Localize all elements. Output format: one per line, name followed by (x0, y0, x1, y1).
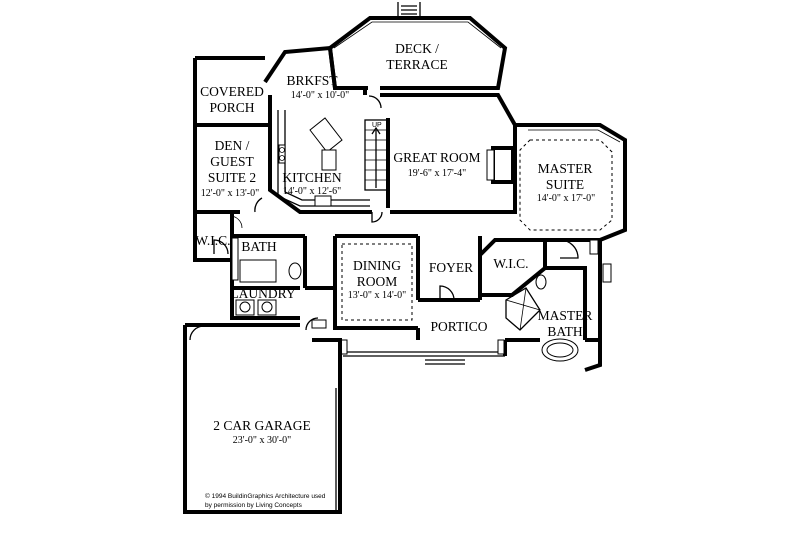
dining-label-line2: ROOM (357, 274, 398, 289)
covered-porch-label-line2: PORCH (209, 100, 254, 115)
door-openings (229, 86, 390, 229)
master-suite-label-line1: MASTER (538, 161, 593, 176)
brkfst-dims: 14'-0" x 10'-0" (291, 90, 349, 101)
bath-label: BATH (241, 239, 277, 254)
den-label-line3: SUITE 2 (208, 170, 256, 185)
copyright-line1: © 1994 BuildinGraphics Architecture used (205, 492, 326, 500)
house-walls (193, 45, 627, 372)
copyright-line2: by permission by Living Concepts (205, 502, 303, 509)
dining-dims: 13'-0" x 14'-0" (348, 290, 406, 301)
fireplace (486, 146, 515, 184)
foyer-label: FOYER (429, 260, 473, 275)
garage-walls (183, 317, 342, 514)
master-suite-details (519, 129, 621, 283)
master-suite-label-line2: SUITE (546, 177, 584, 192)
deck-label-line2: TERRACE (386, 57, 448, 72)
garage-dims: 23'-0" x 30'-0" (233, 435, 291, 446)
stairs (364, 118, 390, 212)
service-rooms (195, 210, 337, 328)
copyright-notice: © 1994 BuildinGraphics Architecture used… (205, 492, 326, 509)
kitchen-dims: 14'-0" x 12'-6" (283, 186, 341, 197)
great-room-dims: 19'-6" x 17'-4" (408, 168, 466, 179)
dining-label-line1: DINING (353, 258, 401, 273)
portico-label: PORTICO (431, 319, 488, 334)
brkfst-label: BRKFST (286, 73, 338, 88)
laundry-label: LAUNDRY (230, 286, 296, 301)
great-room-label: GREAT ROOM (393, 150, 480, 165)
den-label-line2: GUEST (210, 154, 254, 169)
wic-left-label: W.I.C. (195, 233, 230, 248)
kitchen-fixtures (277, 110, 370, 207)
den-dims: 12'-0" x 13'-0" (201, 188, 259, 199)
master-bath-label-line1: MASTER (538, 308, 593, 323)
master-bath-label-line2: BATH (547, 324, 583, 339)
master-bath-details (505, 239, 599, 362)
stairs-up-label: UP (372, 122, 382, 129)
wic-right-label: W.I.C. (493, 256, 528, 271)
covered-porch-label-line1: COVERED (200, 84, 264, 99)
kitchen-label: KITCHEN (282, 170, 341, 185)
den-label-line1: DEN / (215, 138, 250, 153)
room-labels: DECK / TERRACE BRKFST 14'-0" x 10'-0" CO… (195, 41, 595, 446)
garage-label: 2 CAR GARAGE (213, 418, 311, 433)
master-suite-dims: 14'-0" x 17'-0" (537, 193, 595, 204)
deck-label-line1: DECK / (395, 41, 439, 56)
